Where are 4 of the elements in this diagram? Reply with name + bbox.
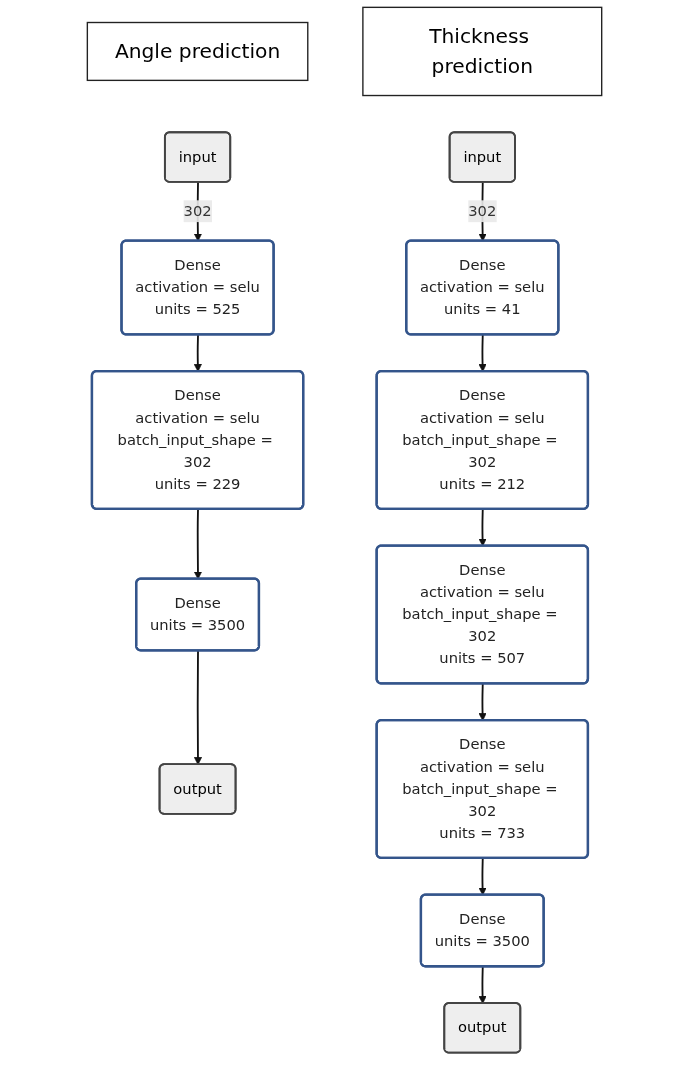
edge-label: 302 bbox=[468, 202, 497, 220]
node-box: Angle prediction bbox=[86, 21, 309, 82]
node-box: Thickness prediction bbox=[362, 6, 603, 97]
edge-label: 302 bbox=[183, 202, 212, 220]
